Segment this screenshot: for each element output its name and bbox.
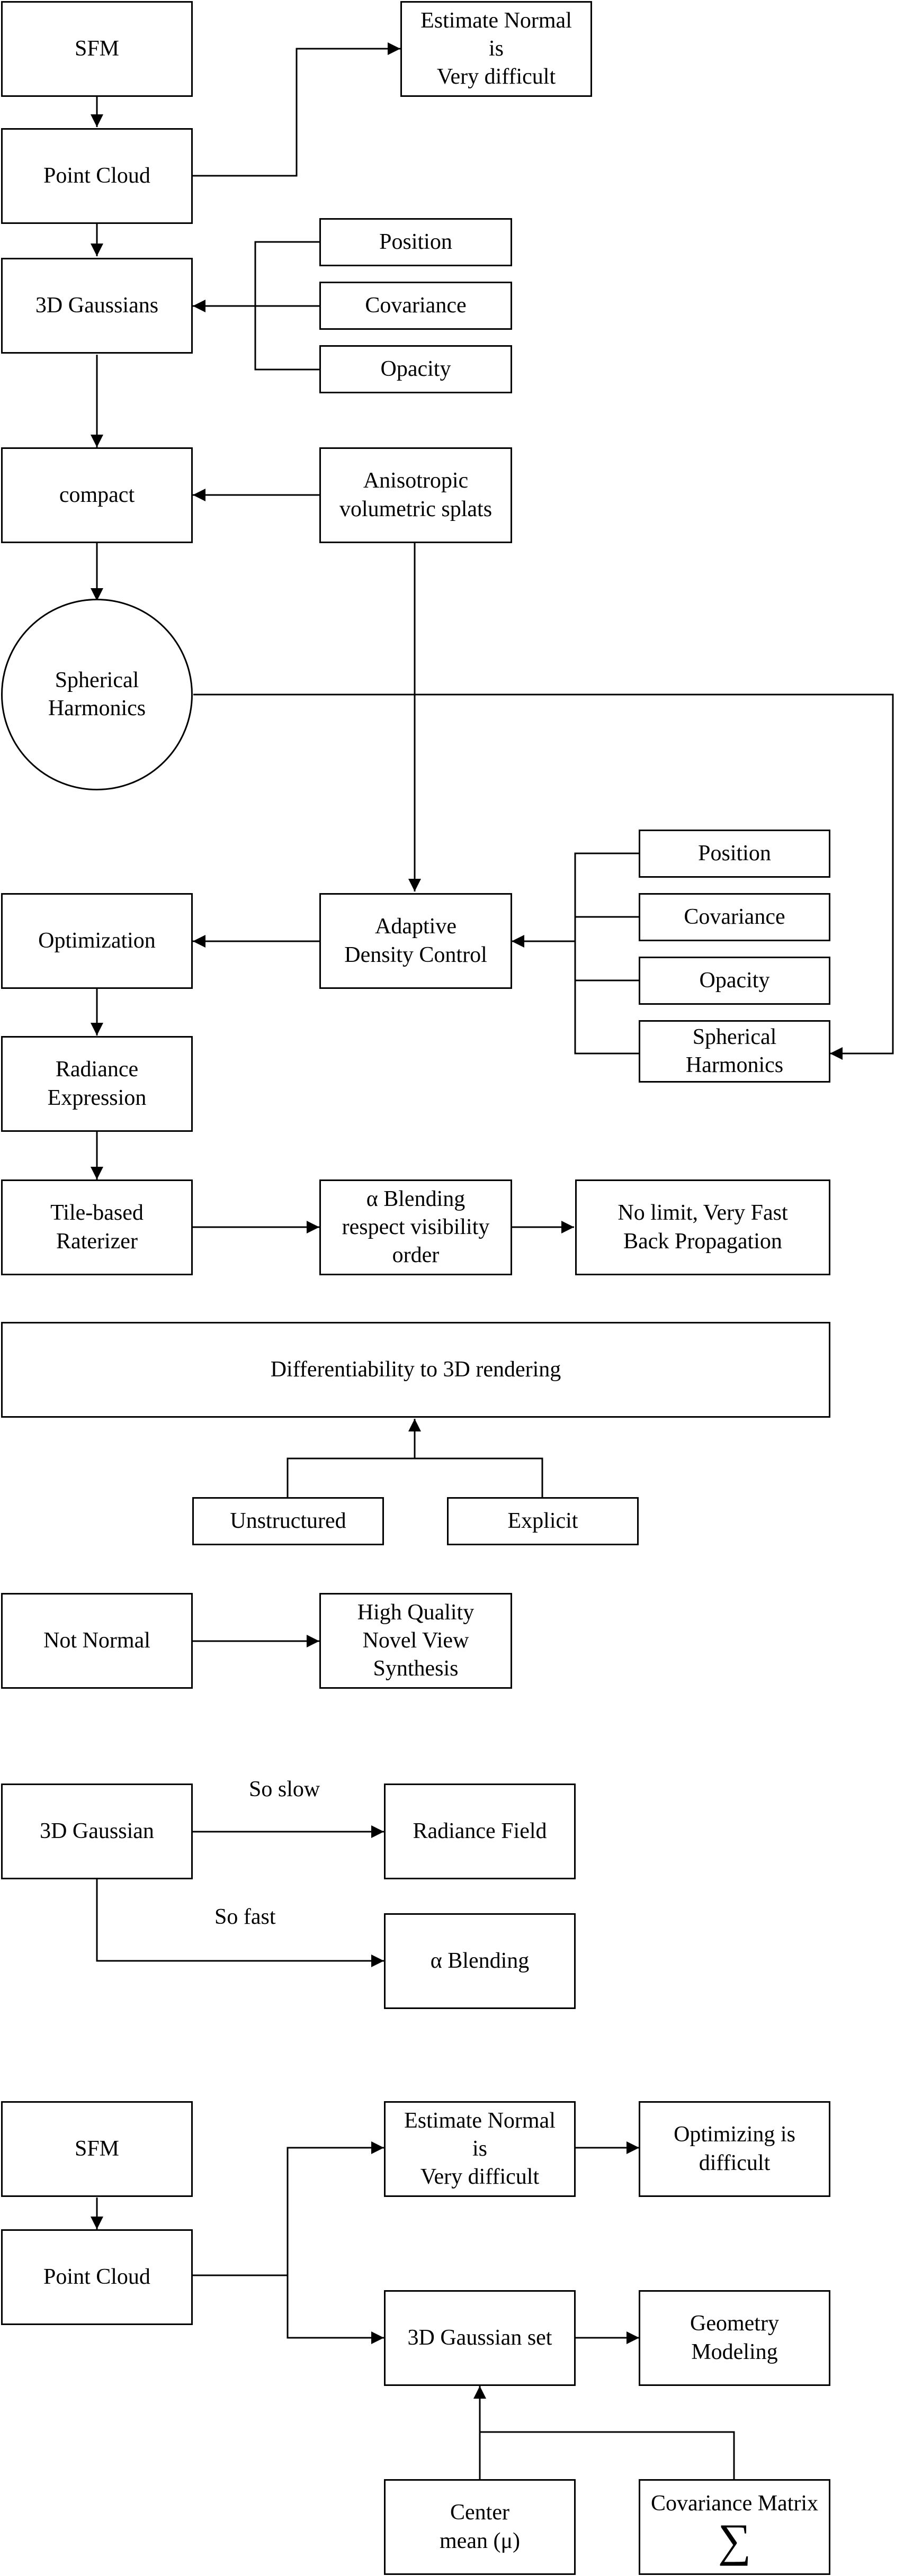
- adaptive-density-control-node: Adaptive Density Control: [319, 893, 512, 989]
- edge-covmatrix-to-join: [480, 2431, 735, 2479]
- compact-node: compact: [1, 447, 193, 543]
- edge-attrs-bracket: [574, 852, 639, 1055]
- spherical-harmonics-node: Spherical Harmonics: [1, 599, 193, 790]
- edge-unstructured-explicit-join: [287, 1457, 543, 1497]
- opacity-attr-node: Opacity: [319, 345, 512, 393]
- alpha-blending-node: α Blending: [384, 1913, 576, 2009]
- covariance-attr-node: Covariance: [319, 282, 512, 330]
- geometry-modeling-node: Geometry Modeling: [639, 2290, 830, 2386]
- point-cloud-node: Point Cloud: [1, 128, 193, 224]
- estimate-normal-node-2: Estimate Normal is Very difficult: [384, 2101, 576, 2197]
- unstructured-node: Unstructured: [192, 1497, 384, 1545]
- radiance-expression-node: Radiance Expression: [1, 1036, 193, 1132]
- point-cloud-node-2: Point Cloud: [1, 2229, 193, 2325]
- alpha-blending-order-node: α Blending respect visibility order: [319, 1179, 512, 1275]
- covariance-attr-node-2: Covariance: [639, 893, 830, 941]
- 3d-gaussian-set-node: 3D Gaussian set: [384, 2290, 576, 2386]
- anisotropic-splats-node: Anisotropic volumetric splats: [319, 447, 512, 543]
- explicit-node: Explicit: [447, 1497, 639, 1545]
- 3d-gaussian-node: 3D Gaussian: [1, 1784, 193, 1879]
- position-attr-node-2: Position: [639, 830, 830, 878]
- center-mean-node: Center mean (μ): [384, 2479, 576, 2575]
- sfm-node-2: SFM: [1, 2101, 193, 2197]
- radiance-field-node: Radiance Field: [384, 1784, 576, 1879]
- opacity-attr-node-2: Opacity: [639, 957, 830, 1005]
- 3d-gaussians-node: 3D Gaussians: [1, 258, 193, 354]
- covariance-matrix-label: Covariance Matrix: [650, 2491, 819, 2516]
- estimate-normal-node: Estimate Normal is Very difficult: [400, 1, 592, 97]
- edge-pointcloud2-split: [193, 2141, 384, 2276]
- differentiability-node: Differentiability to 3D rendering: [1, 1322, 830, 1418]
- edge-pointcloud-to-estimate: [192, 42, 400, 177]
- not-normal-node: Not Normal: [1, 1593, 193, 1689]
- edge-sh-to-attr-sh: [193, 693, 894, 1060]
- sfm-node: SFM: [1, 1, 193, 97]
- tile-rasterizer-node: Tile-based Raterizer: [1, 1179, 193, 1275]
- edge-gaussian-to-alpha-blending: [96, 1879, 384, 1967]
- optimizing-difficult-node: Optimizing is difficult: [639, 2101, 830, 2197]
- optimization-node: Optimization: [1, 893, 193, 989]
- so-fast-label: So fast: [214, 1905, 276, 1929]
- covariance-matrix-node: Covariance Matrix ∑: [639, 2479, 830, 2575]
- spherical-harmonics-attr-node: Spherical Harmonics: [639, 1020, 830, 1083]
- sigma-symbol: ∑: [718, 2515, 751, 2567]
- edge-split-to-gaussian-set: [287, 2275, 384, 2344]
- no-limit-backprop-node: No limit, Very Fast Back Propagation: [575, 1179, 830, 1275]
- position-attr-node: Position: [319, 218, 512, 266]
- so-slow-label: So slow: [249, 1777, 320, 1802]
- high-quality-synthesis-node: High Quality Novel View Synthesis: [319, 1593, 512, 1689]
